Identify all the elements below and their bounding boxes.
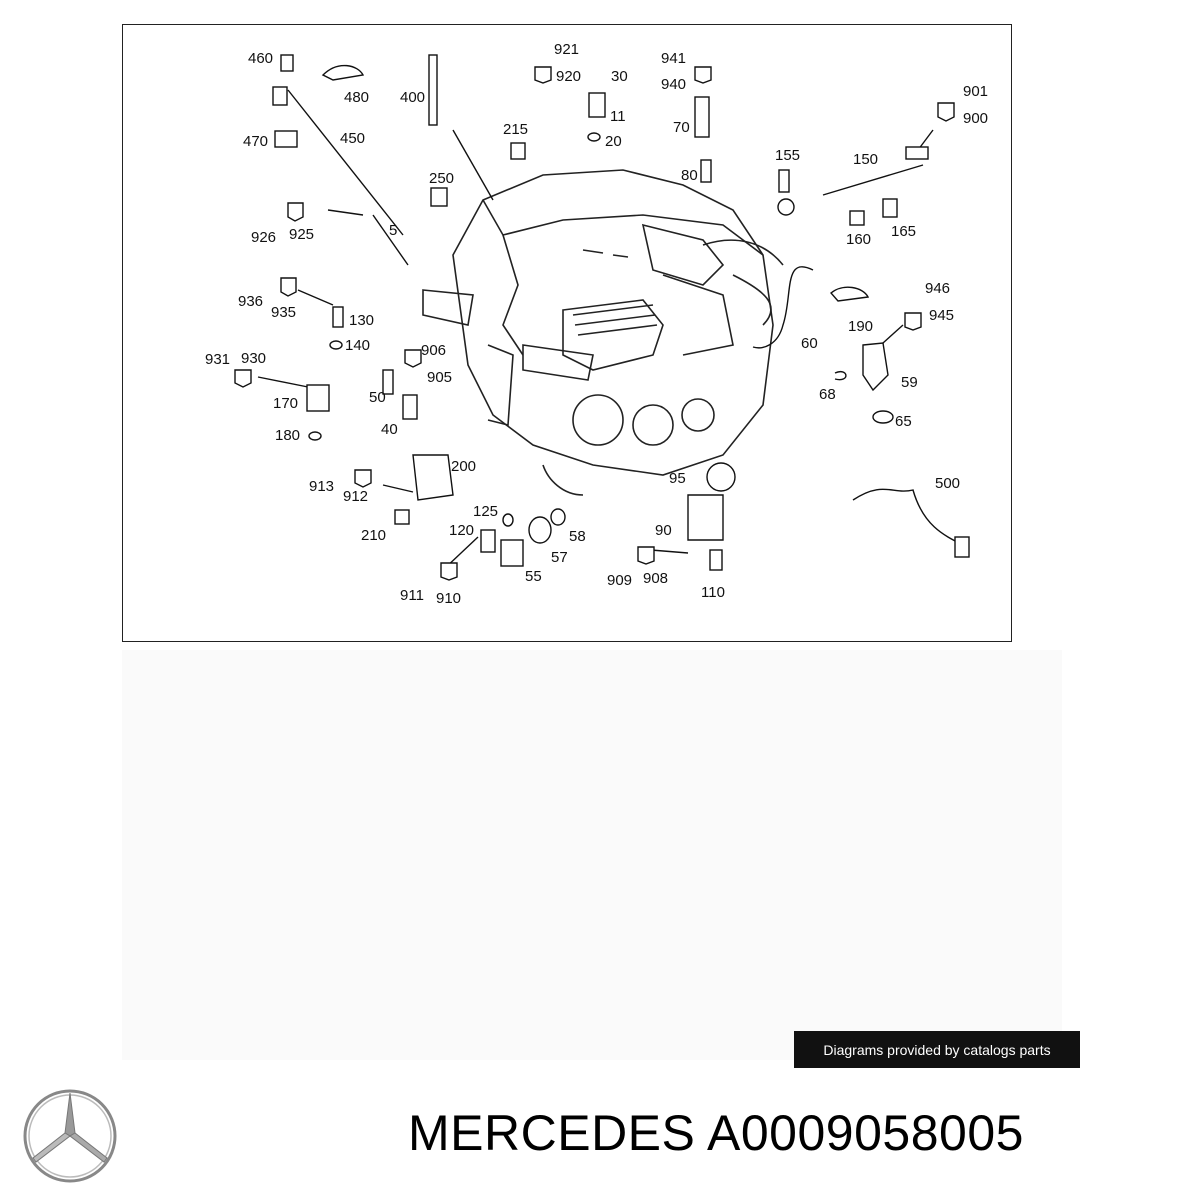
callout-925: 925 (289, 226, 314, 243)
callout-180: 180 (275, 427, 300, 444)
callout-58: 58 (569, 528, 586, 545)
callout-110: 110 (701, 584, 725, 601)
callout-926: 926 (251, 229, 276, 246)
callout-906: 906 (421, 342, 446, 359)
callout-913: 913 (309, 478, 334, 495)
callout-130: 130 (349, 312, 374, 329)
callout-11: 11 (610, 108, 626, 125)
callout-68: 68 (819, 386, 836, 403)
parts-diagram: 460 480 400 470 450 921 920 30 11 20 215… (122, 24, 1012, 642)
callout-400: 400 (400, 89, 425, 106)
callout-936: 936 (238, 293, 263, 310)
callout-190: 190 (848, 318, 873, 335)
credit-text: Diagrams provided by catalogs parts (823, 1041, 1051, 1058)
callout-912: 912 (343, 488, 368, 505)
callout-125: 125 (473, 503, 498, 520)
callout-920: 920 (556, 68, 581, 85)
part-shapes (234, 54, 970, 581)
watermark-area (122, 650, 1062, 1060)
callout-460: 460 (248, 50, 273, 67)
callout-59: 59 (901, 374, 918, 391)
callout-935: 935 (271, 304, 296, 321)
callout-140: 140 (345, 337, 370, 354)
diagram-credit-badge: Diagrams provided by catalogs parts (794, 1031, 1080, 1068)
callout-215: 215 (503, 121, 528, 138)
callout-931: 931 (205, 351, 230, 368)
callout-905: 905 (427, 369, 452, 386)
callout-500: 500 (935, 475, 960, 492)
callout-20: 20 (605, 133, 622, 150)
callout-57: 57 (551, 549, 568, 566)
callout-90: 90 (655, 522, 672, 539)
callout-470: 470 (243, 133, 268, 150)
callout-155: 155 (775, 147, 800, 164)
mercedes-star-logo (23, 1089, 117, 1183)
callout-labels: 460 480 400 470 450 921 920 30 11 20 215… (205, 41, 988, 607)
callout-901: 901 (963, 83, 988, 100)
callout-170: 170 (273, 395, 298, 412)
callout-940: 940 (661, 76, 686, 93)
callout-921: 921 (554, 41, 579, 58)
callout-95: 95 (669, 470, 686, 487)
callout-910: 910 (436, 590, 461, 607)
callout-80: 80 (681, 167, 698, 184)
callout-911: 911 (400, 587, 424, 604)
callout-945: 945 (929, 307, 954, 324)
callout-900: 900 (963, 110, 988, 127)
callout-200: 200 (451, 458, 476, 475)
callout-930: 930 (241, 350, 266, 367)
callout-40: 40 (381, 421, 398, 438)
engine-illustration (422, 169, 784, 496)
callout-70: 70 (673, 119, 690, 136)
callout-60: 60 (801, 335, 818, 352)
callout-946: 946 (925, 280, 950, 297)
callout-480: 480 (344, 89, 369, 106)
callout-450: 450 (340, 130, 365, 147)
callout-941: 941 (661, 50, 686, 67)
callout-160: 160 (846, 231, 871, 248)
callout-65: 65 (895, 413, 912, 430)
callout-50: 50 (369, 389, 386, 406)
callout-150: 150 (853, 151, 878, 168)
callout-5: 5 (389, 222, 397, 239)
callout-165: 165 (891, 223, 916, 240)
callout-250: 250 (429, 170, 454, 187)
callout-909: 909 (607, 572, 632, 589)
callout-210: 210 (361, 527, 386, 544)
callout-120: 120 (449, 522, 474, 539)
callout-55: 55 (525, 568, 542, 585)
callout-908: 908 (643, 570, 668, 587)
part-number-title: MERCEDES A0009058005 (408, 1105, 1024, 1161)
callout-30: 30 (611, 68, 628, 85)
leader-lines (257, 89, 964, 571)
